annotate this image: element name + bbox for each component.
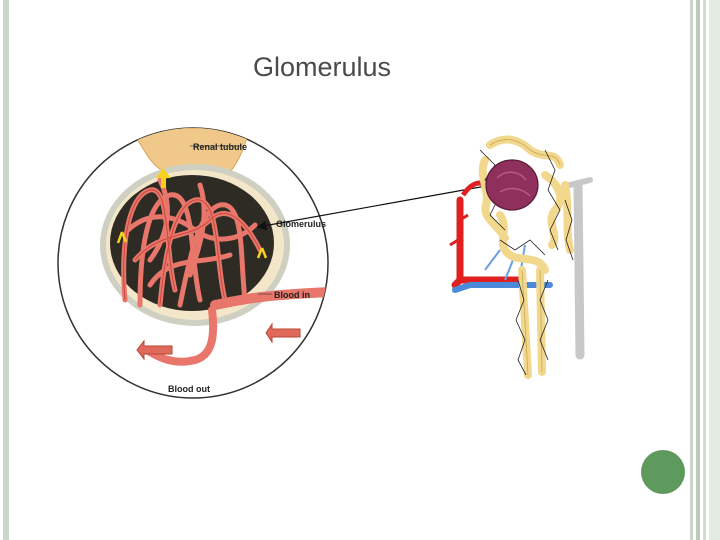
right-frame-stripe bbox=[703, 0, 706, 540]
right-frame-stripe bbox=[709, 0, 720, 540]
nephron-illustration bbox=[449, 135, 593, 379]
magnified-glomerulus-illustration: Renal tubule Glomerulus Blood in Blood o… bbox=[57, 127, 329, 399]
tubule-outlines bbox=[489, 139, 561, 376]
left-frame-rule bbox=[3, 0, 9, 540]
afferent-arteriole bbox=[210, 287, 328, 310]
vein bbox=[452, 282, 553, 293]
slide-title: Glomerulus bbox=[253, 52, 392, 82]
label-blood-out: Blood out bbox=[168, 384, 210, 394]
right-frame-stripe bbox=[696, 0, 700, 540]
filtrate-arrow-icon bbox=[256, 247, 268, 259]
label-glomerulus: Glomerulus bbox=[276, 219, 326, 229]
pointer-arrow bbox=[256, 185, 487, 231]
right-frame-stripe bbox=[690, 0, 693, 540]
capillary-outlines bbox=[123, 189, 261, 306]
efferent-arteriole bbox=[146, 306, 218, 366]
filtrate-arrow-icon bbox=[156, 168, 171, 188]
collecting-duct bbox=[573, 180, 585, 360]
label-blood-in: Blood in bbox=[274, 290, 310, 300]
blood-in-arrow-icon bbox=[265, 322, 301, 344]
label-renal-tubule: Renal tubule bbox=[193, 142, 247, 152]
blood-out-arrow-icon bbox=[136, 339, 173, 361]
filtrate-arrow-icon bbox=[116, 231, 128, 244]
glomerulus-ball bbox=[485, 159, 539, 211]
decorative-green-dot bbox=[641, 450, 685, 494]
